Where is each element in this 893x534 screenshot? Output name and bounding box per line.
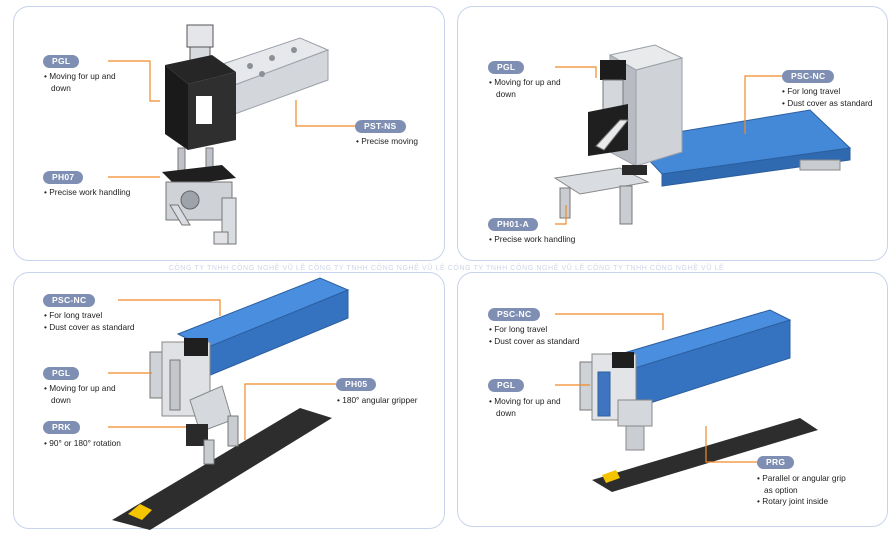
desc-line: Dust cover as standard xyxy=(782,98,872,110)
machine-pgl-prk-assembly xyxy=(149,338,239,465)
conveyor-belt-1 xyxy=(112,408,332,530)
tag-prg: PRG xyxy=(757,456,795,469)
desc-line: Moving for up and xyxy=(489,77,560,89)
desc-line: Dust cover as standard xyxy=(489,336,579,348)
tag-prk: PRK xyxy=(43,421,80,434)
machine-column-frame xyxy=(588,44,684,167)
desc-line: Dust cover as standard xyxy=(44,322,134,334)
tag-psc-nc-1: PSC-NC xyxy=(782,70,835,83)
desc-line: Moving for up and xyxy=(44,383,115,395)
tag-psc-nc-2: PSC-NC xyxy=(43,294,96,307)
tag-ph07: PH07 xyxy=(43,171,84,184)
tag-pgl-4: PGL xyxy=(488,379,525,392)
desc-psc-nc-3: For long travel Dust cover as standard xyxy=(489,324,580,348)
desc-ph07: Precise work handling xyxy=(44,187,130,199)
desc-line: down xyxy=(51,394,71,405)
desc-line: 180° angular gripper xyxy=(337,395,417,407)
desc-line: For long travel xyxy=(782,86,873,98)
desc-psc-nc-2: For long travel Dust cover as standard xyxy=(44,310,135,334)
tag-pgl-1: PGL xyxy=(43,55,80,68)
tag-psc-nc-3: PSC-NC xyxy=(488,308,541,321)
tag-ph01-a: PH01-A xyxy=(488,218,539,231)
desc-line: down xyxy=(51,82,71,93)
desc-line: Parallel or angular grip xyxy=(757,473,845,485)
desc-pgl-3: Moving for up and down xyxy=(44,383,115,406)
desc-pgl-4: Moving for up and down xyxy=(489,396,560,419)
desc-line: Precise work handling xyxy=(489,234,575,246)
tag-pst-ns: PST-NS xyxy=(355,120,406,133)
desc-line: Precise work handling xyxy=(44,187,130,199)
desc-line: Rotary joint inside xyxy=(757,496,846,508)
desc-line: down xyxy=(496,88,516,99)
machine-ph07-gripper xyxy=(162,147,237,245)
desc-line: For long travel xyxy=(44,310,135,322)
desc-line: For long travel xyxy=(489,324,580,336)
desc-line: Moving for up and xyxy=(489,396,560,408)
desc-ph05: 180° angular gripper xyxy=(337,395,417,407)
machine-psc-nc-rail-3 xyxy=(598,309,792,413)
desc-line: Moving for up and xyxy=(44,71,115,83)
tag-pgl-3: PGL xyxy=(43,367,80,380)
tag-pgl-2: PGL xyxy=(488,61,525,74)
tag-ph05: PH05 xyxy=(336,378,377,391)
desc-line: down xyxy=(496,407,516,418)
desc-prg: Parallel or angular grip as option Rotar… xyxy=(757,473,846,508)
desc-prk: 90° or 180° rotation xyxy=(44,438,121,450)
machine-pgl-block xyxy=(165,24,236,150)
desc-line: Precise moving xyxy=(356,136,418,148)
machine-psc-nc-rail-1 xyxy=(628,109,852,187)
conveyor-belt-2 xyxy=(592,418,818,492)
desc-pgl-2: Moving for up and down xyxy=(489,77,560,100)
machine-prg-assembly xyxy=(579,352,653,451)
leader-lines xyxy=(108,60,783,463)
desc-psc-nc-1: For long travel Dust cover as standard xyxy=(782,86,873,110)
desc-line: as option xyxy=(764,484,798,495)
desc-ph01-a: Precise work handling xyxy=(489,234,575,246)
watermark: CÔNG TY TNHH CÔNG NGHỆ VŨ LÊ CÔNG TY TNH… xyxy=(168,265,725,272)
desc-pst-ns: Precise moving xyxy=(356,136,418,148)
desc-pgl-1: Moving for up and down xyxy=(44,71,115,94)
desc-line: 90° or 180° rotation xyxy=(44,438,121,450)
machine-ph01-a-gripper xyxy=(553,165,650,225)
